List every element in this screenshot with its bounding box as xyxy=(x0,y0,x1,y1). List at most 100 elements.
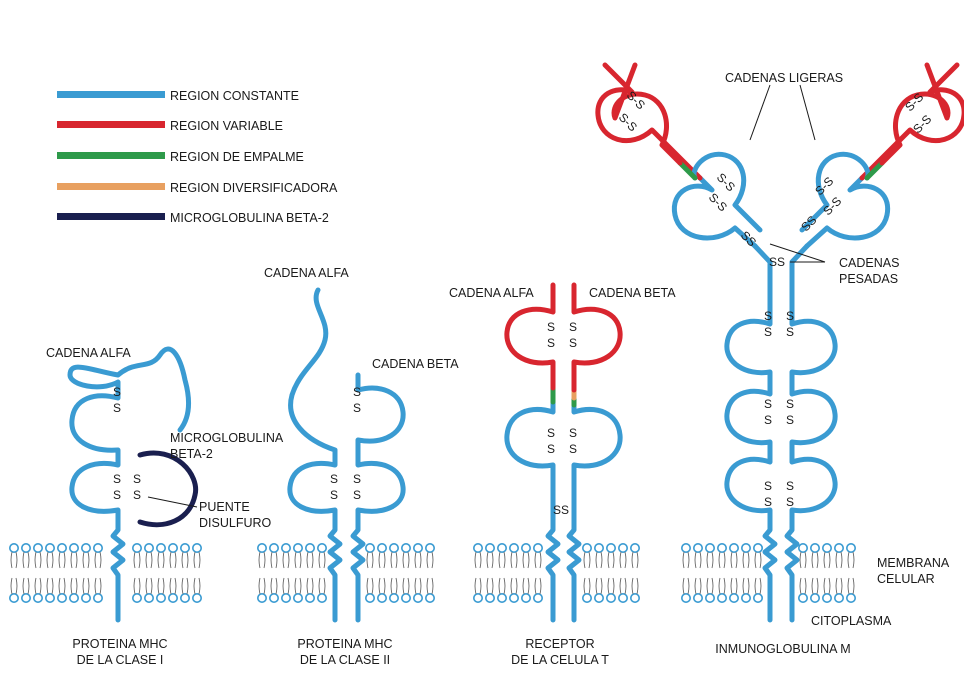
lipid-tail xyxy=(295,578,296,594)
lipid-tail xyxy=(841,578,842,594)
caption-mhc1-line2: DE LA CLASE I xyxy=(77,653,164,667)
lipid-tail xyxy=(264,552,265,568)
lipid-tail xyxy=(76,578,77,594)
lipid-head xyxy=(486,544,494,552)
lipid-tail xyxy=(707,578,708,594)
ss-bond: S xyxy=(786,309,794,323)
lipid-tail xyxy=(724,578,725,594)
lipid-tail xyxy=(151,552,152,568)
lipid-tail xyxy=(312,552,313,568)
lipid-head xyxy=(835,544,843,552)
ss-bond: S xyxy=(113,385,121,399)
membrane-label-1: MEMBRANA xyxy=(877,556,950,570)
ss-bond: S xyxy=(764,397,772,411)
lipid-tail xyxy=(683,552,684,568)
lipid-tail xyxy=(748,552,749,568)
lipid-tail xyxy=(695,552,696,568)
lipid-tail xyxy=(76,552,77,568)
legend-label-diversity: REGION DIVERSIFICADORA xyxy=(170,181,338,195)
lipid-head xyxy=(318,544,326,552)
lipid-head xyxy=(742,544,750,552)
lipid-tail xyxy=(64,552,65,568)
lipid-tail xyxy=(523,578,524,594)
lipid-tail xyxy=(300,552,301,568)
lipid-tail xyxy=(836,552,837,568)
lipid-tail xyxy=(700,578,701,594)
lipid-tail xyxy=(307,552,308,568)
lipid-tail xyxy=(23,552,24,568)
lipid-tail xyxy=(83,578,84,594)
lipid-tail xyxy=(812,552,813,568)
lipid-tail xyxy=(755,552,756,568)
lipid-tail xyxy=(511,552,512,568)
lipid-tail xyxy=(760,552,761,568)
lipid-head xyxy=(510,594,518,602)
lipid-tail xyxy=(151,578,152,594)
lipid-head xyxy=(169,544,177,552)
ss-bond: S xyxy=(764,479,772,493)
lipid-head xyxy=(631,594,639,602)
lipid-tail xyxy=(700,552,701,568)
igm-right-heavy-stem xyxy=(787,246,835,620)
lipid-tail xyxy=(408,578,409,594)
lipid-tail xyxy=(637,552,638,568)
lipid-tail xyxy=(379,552,380,568)
lipid-head xyxy=(799,594,807,602)
lipid-head xyxy=(10,544,18,552)
lipid-head xyxy=(426,544,434,552)
lipid-tail xyxy=(824,578,825,594)
lipid-tail xyxy=(319,578,320,594)
lipid-head xyxy=(754,594,762,602)
lipid-tail xyxy=(28,552,29,568)
lipid-head xyxy=(754,544,762,552)
lipid-tail xyxy=(271,552,272,568)
lipid-tail xyxy=(589,552,590,568)
lipid-tail xyxy=(805,552,806,568)
lipid-head xyxy=(366,594,374,602)
lipid-head xyxy=(58,594,66,602)
lipid-tail xyxy=(415,552,416,568)
lipid-head xyxy=(94,544,102,552)
lipid-tail xyxy=(199,578,200,594)
lipid-tail xyxy=(16,578,17,594)
lipid-head xyxy=(730,544,738,552)
lipid-tail xyxy=(146,552,147,568)
leader-light-right xyxy=(800,85,815,140)
lipid-head xyxy=(193,544,201,552)
lipid-head xyxy=(181,544,189,552)
lipid-tail xyxy=(175,552,176,568)
lipid-head xyxy=(34,594,42,602)
lipid-tail xyxy=(170,552,171,568)
lipid-head xyxy=(694,594,702,602)
lipid-head xyxy=(270,594,278,602)
lipid-tail xyxy=(499,552,500,568)
lipid-tail xyxy=(632,552,633,568)
lipid-tail xyxy=(492,578,493,594)
legend-label-microglobulin: MICROGLOBULINA BETA-2 xyxy=(170,211,329,225)
lipid-head xyxy=(823,594,831,602)
caption-mhc1-line1: PROTEINA MHC xyxy=(72,637,167,651)
lipid-tail xyxy=(276,578,277,594)
lipid-head xyxy=(694,544,702,552)
lipid-tail xyxy=(11,578,12,594)
lipid-tail xyxy=(829,578,830,594)
lipid-tail xyxy=(384,552,385,568)
lipid-head xyxy=(378,594,386,602)
lipid-tail xyxy=(187,552,188,568)
ss-bond: S xyxy=(786,479,794,493)
lipid-tail xyxy=(391,552,392,568)
lipid-tail xyxy=(259,552,260,568)
lipid-tail xyxy=(712,552,713,568)
lipid-tail xyxy=(71,578,72,594)
lipid-tail xyxy=(760,578,761,594)
lipid-tail xyxy=(139,552,140,568)
lipid-tail xyxy=(83,552,84,568)
lipid-head xyxy=(595,544,603,552)
legend-swatch-variable xyxy=(57,121,165,128)
lipid-head xyxy=(378,544,386,552)
caption-igm: INMUNOGLOBULINA M xyxy=(715,642,850,656)
lipid-tail xyxy=(492,552,493,568)
leader-light-left xyxy=(750,85,770,140)
lipid-tail xyxy=(158,552,159,568)
lipid-tail xyxy=(324,578,325,594)
